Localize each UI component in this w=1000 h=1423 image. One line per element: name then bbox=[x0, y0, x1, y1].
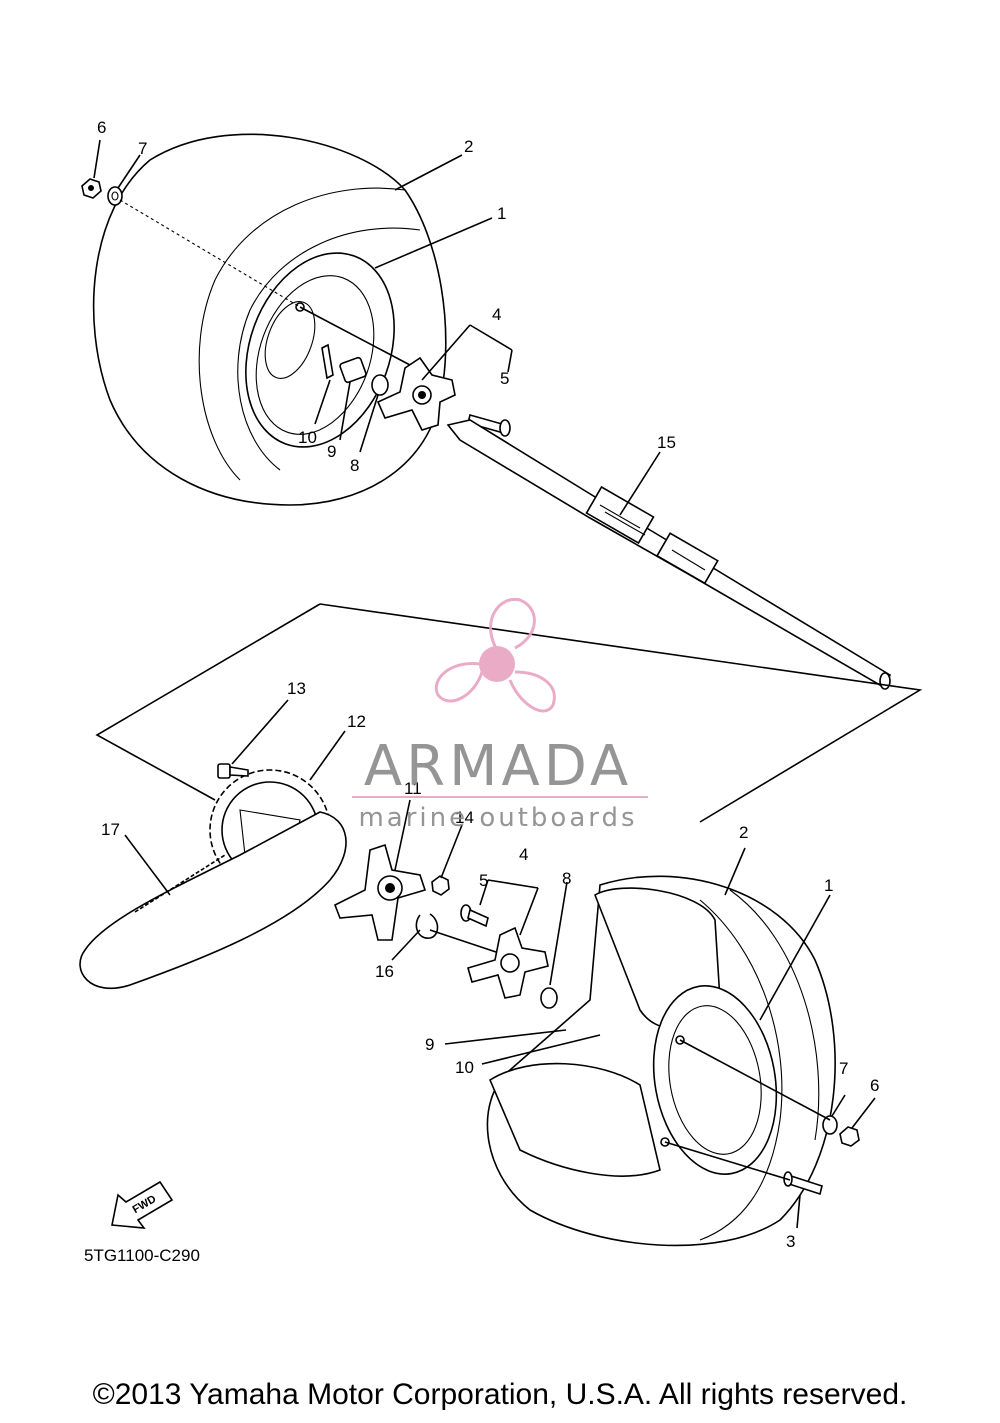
callout-1-top: 1 bbox=[497, 204, 506, 223]
top-hub-4 bbox=[376, 356, 456, 431]
rear-axle-15 bbox=[446, 419, 891, 690]
callout-7-bottom: 7 bbox=[839, 1059, 848, 1078]
callout-9-top: 9 bbox=[327, 442, 336, 461]
callout-4-top: 4 bbox=[492, 305, 501, 324]
chain-17 bbox=[79, 811, 347, 990]
diagram-code: 5TG1100-C290 bbox=[84, 1246, 200, 1265]
callout-7-top: 7 bbox=[138, 139, 147, 158]
callout-6-bottom: 6 bbox=[870, 1076, 879, 1095]
bolt-13 bbox=[217, 763, 249, 779]
callout-12: 12 bbox=[347, 712, 366, 731]
nut-14 bbox=[431, 875, 450, 896]
callout-8-top: 8 bbox=[350, 456, 359, 475]
sprocket-hub-11 bbox=[333, 843, 427, 941]
callout-6-top: 6 bbox=[97, 118, 106, 137]
callout-2-bottom: 2 bbox=[739, 823, 748, 842]
watermark-brand: ARMADA bbox=[364, 734, 632, 799]
callout-15: 15 bbox=[657, 433, 676, 452]
callout-14: 14 bbox=[455, 808, 474, 827]
watermark: ARMADA marine outboards bbox=[352, 597, 648, 833]
callout-9-bottom: 9 bbox=[425, 1035, 434, 1054]
callout-5-top: 5 bbox=[500, 369, 509, 388]
top-nut-6 bbox=[81, 178, 102, 199]
callout-5-bottom: 5 bbox=[479, 871, 488, 890]
callout-3: 3 bbox=[786, 1232, 795, 1251]
lower-hub-4 bbox=[467, 926, 549, 999]
lower-stud-5 bbox=[460, 904, 489, 928]
lower-washer-7 bbox=[822, 1115, 838, 1135]
lower-wheel-tire bbox=[486, 875, 836, 1247]
circlip-16 bbox=[415, 913, 439, 939]
top-washer-8 bbox=[371, 374, 389, 396]
callout-10-top: 10 bbox=[298, 428, 317, 447]
callout-4-bottom: 4 bbox=[519, 845, 528, 864]
callout-13: 13 bbox=[287, 679, 306, 698]
callout-8-bottom: 8 bbox=[562, 869, 571, 888]
lower-nut-6 bbox=[839, 1126, 860, 1147]
callout-2-top: 2 bbox=[464, 137, 473, 156]
top-wheel-tire bbox=[92, 133, 447, 506]
callout-17: 17 bbox=[101, 820, 120, 839]
callout-11: 11 bbox=[404, 779, 422, 798]
top-castle-nut-9 bbox=[339, 356, 367, 384]
copyright-footer: ©2013 Yamaha Motor Corporation, U.S.A. A… bbox=[92, 1378, 908, 1411]
lower-washer-8 bbox=[540, 987, 558, 1009]
fwd-arrow-icon: FWD bbox=[111, 1180, 174, 1229]
callout-10-bottom: 10 bbox=[455, 1058, 474, 1077]
callout-1-bottom: 1 bbox=[824, 876, 833, 895]
top-cotter-pin-10 bbox=[321, 343, 334, 380]
top-washer-7 bbox=[107, 186, 123, 206]
propeller-logo-icon bbox=[434, 597, 556, 713]
callout-16: 16 bbox=[375, 962, 394, 981]
watermark-tagline: marine outboards bbox=[358, 803, 637, 833]
